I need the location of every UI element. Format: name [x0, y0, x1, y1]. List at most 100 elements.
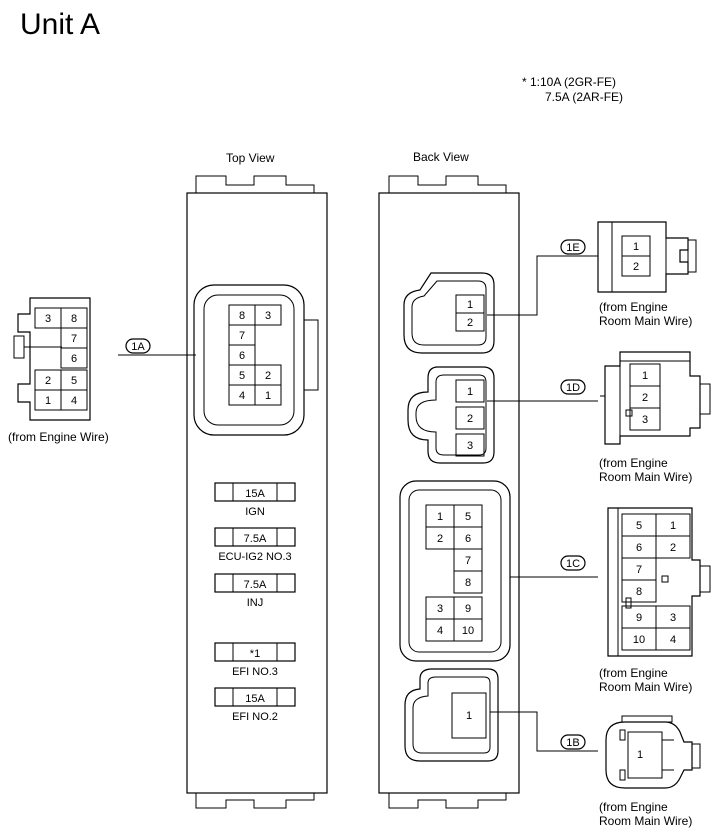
- pin-7: 7: [239, 330, 245, 342]
- connector-1e-plug: 1 2 (from Engine Room Main Wire): [597, 221, 697, 328]
- pin-3: 3: [467, 440, 473, 452]
- connector-1e-source-line-1: (from Engine: [599, 300, 668, 314]
- back-view-label: Back View: [413, 150, 469, 164]
- fuse-inj: 7.5A INJ: [214, 573, 296, 609]
- fuse-efi-no2: 15A EFI NO.2: [214, 687, 296, 723]
- fuse-ign: 15A IGN: [214, 482, 296, 518]
- pin-4: 4: [71, 395, 77, 407]
- fuse-name: EFI NO.2: [232, 711, 278, 723]
- pin-8: 8: [465, 577, 471, 589]
- pin-1: 1: [467, 299, 473, 311]
- pin-2: 2: [633, 261, 639, 273]
- connector-1a-plug: 3 8 7 6 2 5 1 4 (from Engine Wire): [8, 297, 109, 444]
- fuse-name: EFI NO.3: [232, 666, 278, 678]
- pin-8: 8: [239, 310, 245, 322]
- pin-2: 2: [467, 413, 473, 425]
- pin-10: 10: [633, 634, 645, 646]
- pin-8: 8: [636, 586, 642, 598]
- pin-1: 1: [642, 370, 648, 382]
- fuse-rating: 7.5A: [244, 533, 267, 545]
- connector-1d-plug: 1 2 3 (from Engine Room Main Wire): [599, 351, 711, 484]
- back-socket-1c: 1 5 2 6 7 8 3 9 4 10: [399, 480, 511, 662]
- pin-9: 9: [636, 612, 642, 624]
- pin-2: 2: [670, 542, 676, 554]
- pin-2: 2: [265, 370, 271, 382]
- connector-1d-source-line-1: (from Engine: [599, 456, 668, 470]
- fuse-name: ECU-IG2 NO.3: [218, 551, 291, 563]
- pin-1: 1: [633, 241, 639, 253]
- fuse-rating: 15A: [245, 488, 265, 500]
- connector-1c-plug: 5 1 6 2 7 8 9 3 10 4 (from Engine Room M…: [599, 507, 711, 694]
- connector-1d-source-line-2: Room Main Wire): [599, 470, 692, 484]
- pin-5: 5: [465, 511, 471, 523]
- pin-3: 3: [437, 603, 443, 615]
- pin-1: 1: [437, 511, 443, 523]
- pin-5: 5: [636, 520, 642, 532]
- back-socket-1e: 1 2: [403, 272, 495, 354]
- top-view-connector-1a: 8 3 7 6 5 2 4 1: [193, 284, 319, 436]
- pin-4: 4: [239, 390, 245, 402]
- connector-1b-source-line-2: Room Main Wire): [599, 814, 692, 828]
- back-socket-1b: 1: [404, 668, 499, 762]
- label-1c-text: 1C: [566, 558, 580, 570]
- pin-1: 1: [45, 395, 51, 407]
- connector-1a-source: (from Engine Wire): [8, 430, 109, 444]
- connector-1c-source-line-2: Room Main Wire): [599, 680, 692, 694]
- pin-5: 5: [71, 375, 77, 387]
- fuse-name: INJ: [247, 597, 264, 609]
- pin-6: 6: [465, 533, 471, 545]
- pin-4: 4: [437, 625, 443, 637]
- pin-1: 1: [670, 520, 676, 532]
- pin-7: 7: [71, 333, 77, 345]
- connector-1e-source-line-2: Room Main Wire): [599, 314, 692, 328]
- connector-label-1c: 1C: [560, 555, 586, 571]
- pin-10: 10: [462, 625, 474, 637]
- label-1a-text: 1A: [131, 341, 145, 353]
- label-1b-text: 1B: [566, 737, 579, 749]
- fuse-rating: *1: [250, 648, 260, 660]
- fuse-note-line-1: * 1:10A (2GR-FE): [522, 75, 616, 89]
- connector-label-1b: 1B: [560, 734, 586, 750]
- fuse-rating: 7.5A: [244, 579, 267, 591]
- pin-3: 3: [45, 313, 51, 325]
- pin-3: 3: [265, 310, 271, 322]
- leader-1b: [490, 711, 598, 752]
- connector-1b-source-line-1: (from Engine: [599, 800, 668, 814]
- fuse-ecu-ig2-no3: 7.5A ECU-IG2 NO.3: [214, 527, 296, 563]
- leader-1e: [487, 255, 598, 316]
- back-socket-1d: 1 2 3: [407, 366, 495, 464]
- pin-2: 2: [642, 392, 648, 404]
- pin-1: 1: [637, 749, 643, 761]
- pin-1: 1: [265, 390, 271, 402]
- label-1e-text: 1E: [566, 242, 579, 254]
- connector-1c-source-line-1: (from Engine: [599, 666, 668, 680]
- pin-6: 6: [636, 542, 642, 554]
- pin-6: 6: [239, 350, 245, 362]
- pin-3: 3: [670, 612, 676, 624]
- pin-8: 8: [71, 313, 77, 325]
- fuse-note-line-2: 7.5A (2AR-FE): [545, 90, 623, 104]
- pin-2: 2: [437, 533, 443, 545]
- connector-label-1e: 1E: [560, 239, 586, 255]
- pin-7: 7: [636, 564, 642, 576]
- connector-label-1d: 1D: [560, 379, 586, 395]
- connector-label-1a: 1A: [125, 338, 151, 354]
- pin-1: 1: [467, 386, 473, 398]
- top-view-label: Top View: [226, 151, 275, 165]
- connector-1b-plug: 1 (from Engine Room Main Wire): [599, 715, 701, 828]
- page-title: Unit A: [20, 8, 100, 41]
- pin-5: 5: [239, 370, 245, 382]
- pin-2: 2: [467, 317, 473, 329]
- pin-2: 2: [45, 375, 51, 387]
- pin-3: 3: [642, 414, 648, 426]
- pin-1: 1: [466, 710, 472, 722]
- fuse-name: IGN: [245, 506, 265, 518]
- pin-4: 4: [670, 634, 676, 646]
- fuse-efi-no3: *1 EFI NO.3: [214, 642, 296, 678]
- pin-7: 7: [465, 555, 471, 567]
- fuse-rating: 15A: [245, 693, 265, 705]
- pin-9: 9: [465, 603, 471, 615]
- pin-6: 6: [71, 353, 77, 365]
- label-1d-text: 1D: [566, 382, 580, 394]
